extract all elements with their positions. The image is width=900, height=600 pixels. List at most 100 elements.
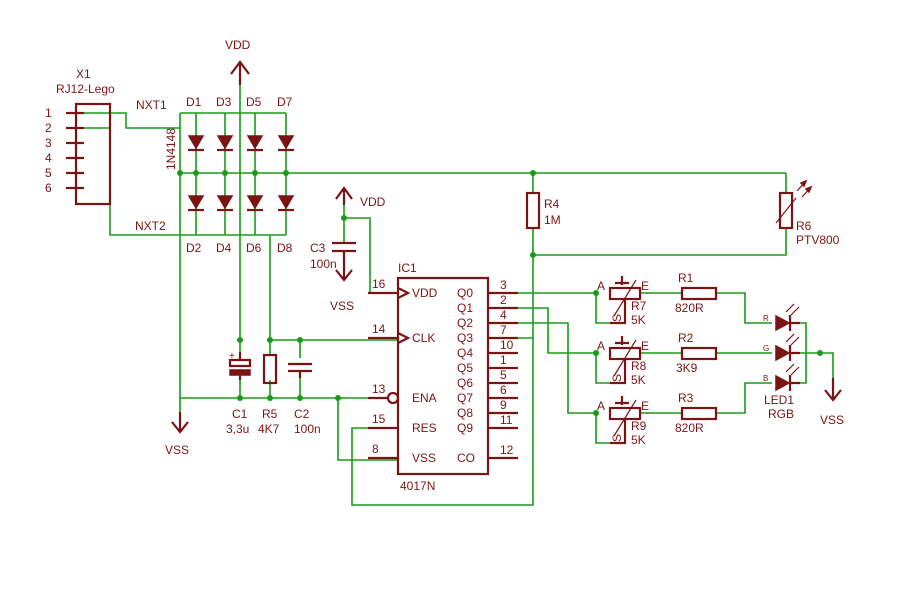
ic-pin-name: CLK bbox=[412, 331, 435, 345]
ic-pin-name: Q7 bbox=[457, 391, 473, 405]
diode-d1 bbox=[187, 135, 205, 152]
connector-x1: X1 RJ12-Lego 1 2 3 4 5 6 bbox=[45, 67, 115, 206]
r4-name: R4 bbox=[544, 197, 560, 211]
ic-pin-name: Q4 bbox=[457, 346, 473, 360]
diode-d3 bbox=[216, 135, 234, 152]
r8-a: A bbox=[597, 339, 605, 353]
r7-e: E bbox=[641, 279, 649, 293]
r7-value: 5K bbox=[631, 313, 646, 327]
c3-value: 100n bbox=[310, 257, 337, 271]
vss-c3-symbol: VSS bbox=[330, 262, 354, 313]
r6-value: PTV800 bbox=[796, 233, 840, 247]
ic-pin-number: 11 bbox=[500, 413, 513, 427]
ic-pin-q3: 7Q3 bbox=[457, 323, 518, 345]
c3-name: C3 bbox=[310, 241, 326, 255]
r7-a: A bbox=[597, 279, 605, 293]
vdd-c3-symbol: VDD bbox=[335, 186, 386, 209]
diode-d2 bbox=[187, 195, 205, 212]
x1-pin-3: 3 bbox=[45, 136, 52, 150]
resistor-r1: R1 820R bbox=[675, 271, 718, 315]
ic-pin-name: Q9 bbox=[457, 421, 473, 435]
vdd-top-symbol: VDD bbox=[225, 38, 251, 85]
resistor-r2: R2 3K9 bbox=[676, 331, 718, 375]
ic-pin-name: Q1 bbox=[457, 301, 473, 315]
diode-type-label: 1N4148 bbox=[164, 128, 178, 170]
capacitor-c1: + C1 3,3u bbox=[226, 351, 252, 436]
r4-value: 1M bbox=[544, 213, 561, 227]
r1-value: 820R bbox=[675, 301, 704, 315]
ic-pin-name: ENA bbox=[412, 391, 437, 405]
c2-value: 100n bbox=[294, 422, 321, 436]
diode-d8 bbox=[277, 195, 295, 212]
d2-label: D2 bbox=[186, 241, 202, 255]
ic-pin-number: 12 bbox=[500, 443, 514, 457]
ic-pin-q8: 9Q8 bbox=[457, 398, 518, 420]
vss-right-label: VSS bbox=[820, 413, 844, 427]
led-r-label: R bbox=[763, 314, 769, 323]
r9-name: R9 bbox=[631, 419, 647, 433]
r8-name: R8 bbox=[631, 359, 647, 373]
r2-name: R2 bbox=[678, 331, 694, 345]
ic-pin-name: Q5 bbox=[457, 361, 473, 375]
r3-name: R3 bbox=[678, 391, 694, 405]
diode-d6 bbox=[246, 195, 264, 212]
r5-name: R5 bbox=[262, 407, 278, 421]
x1-pin-2: 2 bbox=[45, 121, 52, 135]
r8-e: E bbox=[641, 339, 649, 353]
ic-pin-name: VSS bbox=[412, 451, 436, 465]
capacitor-c2: C2 100n bbox=[288, 362, 321, 436]
pot-r9: A E S R9 5K bbox=[597, 396, 649, 447]
led-g-label: G bbox=[763, 344, 769, 353]
ic-pin-number: 8 bbox=[372, 442, 379, 456]
ic-pin-name: Q2 bbox=[457, 316, 473, 330]
x1-pin-5: 5 bbox=[45, 166, 52, 180]
ic1-name: IC1 bbox=[398, 261, 417, 275]
led-green: G bbox=[763, 333, 800, 362]
c2-name: C2 bbox=[294, 407, 310, 421]
vdd-top-label: VDD bbox=[225, 38, 251, 52]
r8-value: 5K bbox=[631, 373, 646, 387]
x1-name: X1 bbox=[76, 67, 91, 81]
r2-value: 3K9 bbox=[676, 361, 698, 375]
svg-text:+: + bbox=[229, 351, 235, 362]
ic-pin-number: 4 bbox=[500, 308, 507, 322]
ic1-value: 4017N bbox=[400, 479, 435, 493]
c1-value: 3,3u bbox=[226, 422, 249, 436]
ic-pin-name: Q0 bbox=[457, 286, 473, 300]
r7-name: R7 bbox=[631, 299, 647, 313]
diode-bridge: D1 D3 D5 D7 D2 D4 D6 D8 1N4148 bbox=[164, 95, 295, 255]
d1-label: D1 bbox=[186, 95, 202, 109]
ic-pin-name: CO bbox=[457, 451, 475, 465]
r5-value: 4K7 bbox=[258, 422, 280, 436]
x1-value: RJ12-Lego bbox=[56, 82, 115, 96]
net-nxt2-label: NXT2 bbox=[135, 219, 166, 233]
ic-pin-name: VDD bbox=[412, 286, 438, 300]
ic-pin-name: Q8 bbox=[457, 406, 473, 420]
x1-pin-4: 4 bbox=[45, 151, 52, 165]
vdd-mid-label: VDD bbox=[360, 195, 386, 209]
ic-pin-q5: 1Q5 bbox=[457, 353, 518, 375]
ic-pin-number: 3 bbox=[500, 278, 507, 292]
d4-label: D4 bbox=[216, 241, 232, 255]
ic-pin-q6: 5Q6 bbox=[457, 368, 518, 390]
ic-pin-name: RES bbox=[412, 421, 437, 435]
r9-s: S bbox=[610, 434, 624, 442]
net-nxt1-label: NXT1 bbox=[136, 98, 167, 112]
r8-s: S bbox=[610, 374, 624, 382]
ic-pin-number: 6 bbox=[500, 383, 507, 397]
diode-d5 bbox=[246, 135, 264, 152]
resistor-r5: R5 4K7 bbox=[258, 353, 280, 436]
ic-pin-number: 10 bbox=[500, 338, 514, 352]
ic-pin-name: Q3 bbox=[457, 331, 473, 345]
d8-label: D8 bbox=[277, 241, 293, 255]
ic-pin-q0: 3Q0 bbox=[457, 278, 518, 300]
d7-label: D7 bbox=[277, 95, 293, 109]
